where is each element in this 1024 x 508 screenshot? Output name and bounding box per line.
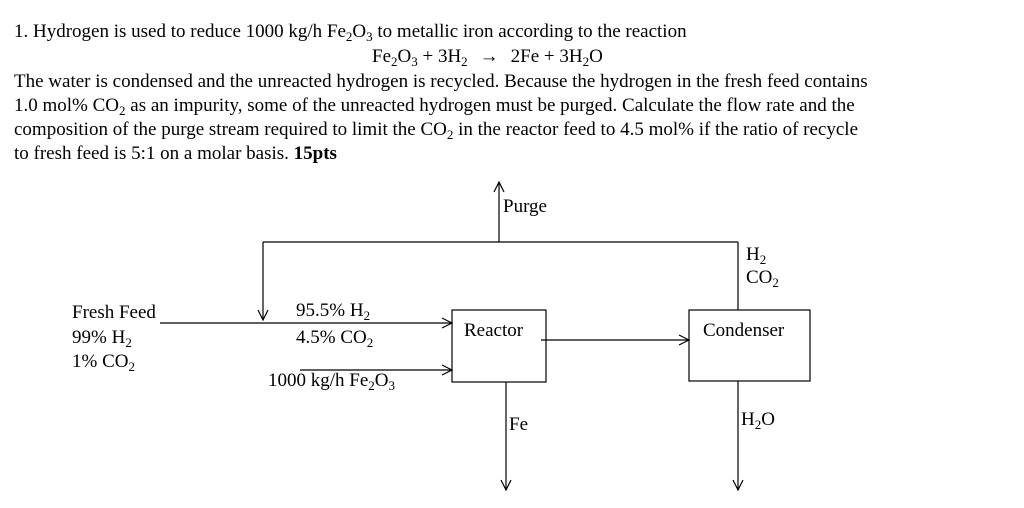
recycle-h2-sub: 2 bbox=[759, 252, 767, 267]
ore-feed-label: 1000 kg/h Fe2O3 bbox=[268, 370, 395, 392]
problem-line-3: The water is condensed and the unreacted… bbox=[14, 71, 868, 92]
reactor-box bbox=[451, 309, 547, 383]
fresh-feed-h2-text: 99% H bbox=[72, 327, 126, 348]
eq-lhs-a: Fe bbox=[372, 46, 391, 67]
purge-label: Purge bbox=[503, 196, 547, 217]
reactor-feed-co2-text: 4.5% CO bbox=[296, 327, 367, 348]
fresh-feed-h2: 99% H2 bbox=[72, 327, 132, 349]
water-o-text: O bbox=[761, 409, 775, 430]
ore-feed-mid: O bbox=[374, 370, 389, 391]
reaction-arrow-icon: → bbox=[479, 46, 499, 67]
recycle-co2-label: CO2 bbox=[746, 267, 779, 289]
reactor-feed-h2: 95.5% H2 bbox=[296, 300, 370, 322]
problem-line-4-sub: 2 bbox=[119, 103, 126, 118]
reactor-feed-co2-sub: 2 bbox=[366, 335, 374, 350]
problem-line-6-text: to fresh feed is 5:1 on a molar basis. bbox=[14, 143, 294, 164]
recycle-co2-sub: 2 bbox=[772, 275, 779, 290]
water-sub: 2 bbox=[754, 417, 762, 432]
ore-feed-text: 1000 kg/h Fe bbox=[268, 370, 369, 391]
fresh-feed-h2-sub: 2 bbox=[125, 335, 132, 350]
problem-line-5-prefix: composition of the purge stream required… bbox=[14, 119, 447, 140]
eq-lhs-b-sub: 2 bbox=[461, 54, 468, 69]
problem-line-5-sub: 2 bbox=[446, 127, 454, 142]
condenser-box bbox=[688, 309, 811, 382]
recycle-h2-label: H2 bbox=[746, 244, 766, 266]
reactor-feed-h2-text: 95.5% H bbox=[296, 300, 364, 321]
eq-lhs-a-sub1: 2 bbox=[391, 54, 398, 69]
problem-line-1-sub1: 2 bbox=[345, 29, 353, 44]
water-h-text: H bbox=[741, 409, 755, 430]
fresh-feed-co2-sub: 2 bbox=[128, 359, 135, 374]
eq-rhs-a-sub: 2 bbox=[582, 54, 590, 69]
fe-label: Fe bbox=[509, 414, 528, 435]
eq-lhs-b: + 3H bbox=[417, 46, 462, 67]
eq-lhs-a-sub2: 3 bbox=[411, 54, 418, 69]
problem-line-4-suffix: as an impurity, some of the unreacted hy… bbox=[125, 95, 855, 116]
problem-line-1-sub2: 3 bbox=[366, 29, 373, 44]
points-label: 15pts bbox=[293, 143, 337, 164]
condenser-label: Condenser bbox=[703, 320, 785, 341]
problem-line-5: composition of the purge stream required… bbox=[14, 118, 858, 141]
eq-lhs-a-mid: O bbox=[397, 46, 412, 67]
problem-line-1-prefix: 1. Hydrogen is used to reduce 1000 kg/h … bbox=[14, 21, 346, 42]
eq-rhs-b: O bbox=[589, 46, 603, 67]
problem-line-1: 1. Hydrogen is used to reduce 1000 kg/h … bbox=[14, 20, 687, 43]
water-label: H2O bbox=[741, 409, 775, 431]
problem-line-1-suffix: to metallic iron according to the reacti… bbox=[372, 21, 687, 42]
reactor-label: Reactor bbox=[464, 320, 524, 341]
ore-feed-sub2: 3 bbox=[388, 378, 396, 393]
fresh-feed-co2-text: 1% CO bbox=[72, 351, 129, 372]
problem-line-4-prefix: 1.0 mol% CO bbox=[14, 95, 120, 116]
problem-line-1-mid: O bbox=[352, 21, 367, 42]
recycle-co2-text: CO bbox=[746, 267, 773, 288]
problem-line-4: 1.0 mol% CO2 as an impurity, some of the… bbox=[14, 94, 855, 117]
recycle-h2-text: H bbox=[746, 244, 760, 265]
problem-line-5-suffix: in the reactor feed to 4.5 mol% if the r… bbox=[453, 119, 859, 140]
reaction-equation: Fe2O3 + 3H2→2Fe + 3H2O bbox=[372, 45, 603, 68]
problem-line-6: to fresh feed is 5:1 on a molar basis. 1… bbox=[14, 142, 337, 165]
reactor-feed-co2: 4.5% CO2 bbox=[296, 327, 373, 349]
fresh-feed-co2: 1% CO2 bbox=[72, 351, 135, 373]
eq-rhs-a: 2Fe + 3H bbox=[510, 46, 583, 67]
fresh-feed-title: Fresh Feed bbox=[72, 302, 156, 323]
ore-feed-sub1: 2 bbox=[368, 378, 375, 393]
reactor-feed-h2-sub: 2 bbox=[363, 308, 371, 323]
